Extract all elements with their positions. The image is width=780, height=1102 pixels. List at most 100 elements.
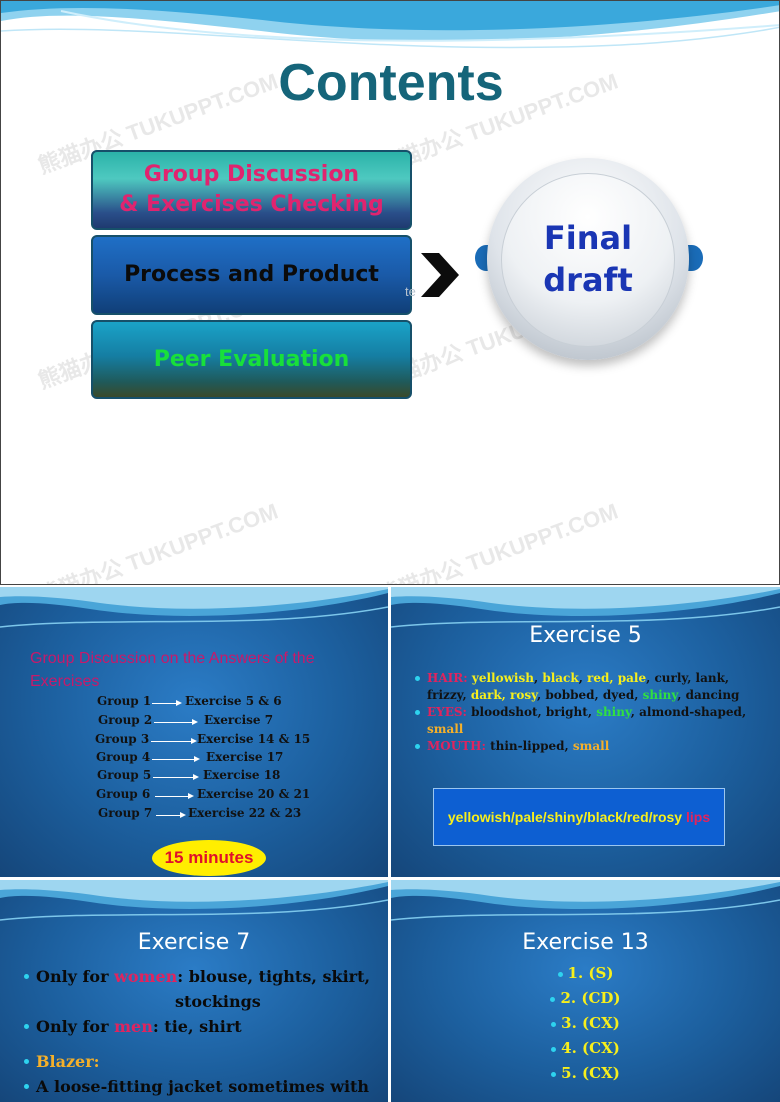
chevron-right-icon <box>421 253 459 297</box>
exercise-name: Exercise 18 <box>203 768 281 782</box>
group-row: Group 5 Exercise 18 <box>0 768 388 786</box>
top-wave-decoration <box>0 587 388 628</box>
men-prefix: Only for <box>36 1017 109 1036</box>
arrow-head-icon <box>188 793 194 799</box>
list-item-men: Only for men: tie, shirt <box>24 1014 374 1039</box>
arrow-line <box>152 703 176 704</box>
bullet-icon <box>551 1021 557 1027</box>
hair-label: HAIR: <box>427 671 468 685</box>
eyes-word: small <box>427 722 464 736</box>
contents-item-peer-evaluation[interactable]: Peer Evaluation <box>91 320 412 399</box>
blazer-definition: A loose-fitting jacket sometimes with <box>24 1074 374 1099</box>
bullet-icon <box>551 1046 557 1052</box>
men-word: men <box>114 1017 153 1036</box>
arrow-head-icon <box>194 756 200 762</box>
mouth-word: thin-lipped, <box>490 739 569 753</box>
eyes-label: EYES: <box>427 705 467 719</box>
arrow-head-icon <box>192 719 198 725</box>
exercise-name: Exercise 7 <box>204 713 274 727</box>
women-word: women <box>114 967 178 986</box>
contents-item-group-discussion[interactable]: Group Discussion & Exercises Checking <box>91 150 412 230</box>
contents-item-process-product[interactable]: Process and Product <box>91 235 412 315</box>
answer-text: 4. (CX) <box>561 1039 620 1057</box>
arrow-line <box>153 777 193 778</box>
exercise-name: Exercise 22 & 23 <box>188 806 302 820</box>
exercise-name: Exercise 5 & 6 <box>185 694 282 708</box>
arrow-line <box>154 722 192 723</box>
group-name: Group 1 <box>97 694 152 708</box>
contents-item-label: Group Discussion <box>143 162 360 188</box>
exercise-5-slide: Exercise 5 HAIR: yellowish, black, red, … <box>391 587 780 877</box>
group-row: Group 1 Exercise 5 & 6 <box>0 694 388 712</box>
list-item-eyes: EYES: bloodshot, bright, shiny, almond-s… <box>415 704 765 738</box>
watermark: 熊猫办公 TUKUPPT.COM <box>34 498 282 585</box>
eyes-word: bloodshot, bright, <box>471 705 592 719</box>
top-wave-decoration <box>0 880 388 921</box>
exercise-13-slide: Exercise 13 1. (S) 2. (CD) 3. (CX) 4. (C… <box>391 880 780 1102</box>
arrow-head-icon <box>193 774 199 780</box>
contents-item-label: & Exercises Checking <box>119 192 384 217</box>
mouth-word: small <box>572 739 610 753</box>
slide-heading: Group Discussion on the Answers of the E… <box>30 650 315 690</box>
exercise-name: Exercise 20 & 21 <box>197 787 311 801</box>
answer-item: 1. (S) <box>391 964 780 982</box>
hair-word: bobbed, dyed, <box>545 688 639 702</box>
hair-word: shiny <box>642 688 678 702</box>
list-item-women: Only for women: blouse, tights, skirt, <box>24 964 374 989</box>
hair-word: curly, lank, <box>654 671 730 685</box>
group-row: Group 4 Exercise 17 <box>0 750 388 768</box>
eyes-word: shiny <box>596 705 631 719</box>
slide-title: Exercise 7 <box>137 930 251 955</box>
answer-item: 4. (CX) <box>391 1039 780 1057</box>
page-title: Contents <box>278 54 504 112</box>
answer-item: 5. (CX) <box>391 1064 780 1082</box>
feature-list: HAIR: yellowish, black, red, pale, curly… <box>415 670 765 755</box>
group-row: Group 2 Exercise 7 <box>0 713 388 731</box>
top-wave-decoration <box>391 880 780 921</box>
answer-text: 3. (CX) <box>561 1014 620 1032</box>
answer-text: yellowish/pale/shiny/black/red/rosy <box>447 809 683 825</box>
answer-item: 3. (CX) <box>391 1014 780 1032</box>
slide-title: Exercise 5 <box>529 623 642 648</box>
arrow-line <box>151 741 191 742</box>
hair-word: black <box>542 671 579 685</box>
arrow-line <box>155 796 188 797</box>
answer-item: 2. (CD) <box>391 989 780 1007</box>
group-name: Group 3 <box>95 732 150 746</box>
group-row: Group 6 Exercise 20 & 21 <box>0 787 388 805</box>
blazer-label: Blazer: <box>24 1049 374 1074</box>
contents-item-label: Peer Evaluation <box>153 346 350 372</box>
answer-text: 5. (CX) <box>561 1064 620 1082</box>
exercise-7-slide: Exercise 7 Only for women: blouse, tight… <box>0 880 388 1102</box>
women-prefix: Only for <box>36 967 109 986</box>
exercise-name: Exercise 17 <box>206 750 284 764</box>
list-item-mouth: MOUTH: thin-lipped, small <box>415 738 765 755</box>
watermark: 熊猫办公 TUKUPPT.COM <box>374 498 622 585</box>
timer-badge: 15 minutes <box>152 840 266 876</box>
hair-word: yellowish <box>471 671 534 685</box>
group-discussion-slide: Group Discussion on the Answers of the E… <box>0 587 388 877</box>
hair-word: dark, rosy <box>470 688 537 702</box>
group-name: Group 7 <box>98 806 153 820</box>
final-draft-circle[interactable]: Final draft <box>501 173 675 347</box>
bullet-icon <box>557 971 563 977</box>
mouth-label: MOUTH: <box>427 739 486 753</box>
contents-slide: Contents 熊猫办公 TUKUPPT.COM 熊猫办公 TUKUPPT.C… <box>0 0 780 585</box>
contents-item-label: Process and Product <box>124 262 379 288</box>
arrow-line <box>156 815 180 816</box>
answer-box: yellowish/pale/shiny/black/red/rosy lips <box>433 788 725 846</box>
bullet-icon <box>551 1071 557 1077</box>
men-items: : tie, shirt <box>152 1017 242 1036</box>
answer-text: 2. (CD) <box>560 989 621 1007</box>
answer-text: 1. (S) <box>567 964 614 982</box>
hair-word: , dancing <box>677 688 740 702</box>
final-draft-label: Final <box>543 219 633 258</box>
final-draft-label: draft <box>543 261 633 299</box>
group-row: Group 7 Exercise 22 & 23 <box>0 806 388 824</box>
top-wave-decoration <box>391 587 780 628</box>
group-name: Group 5 <box>97 768 152 782</box>
arrow-line <box>152 759 194 760</box>
group-name: Group 6 <box>96 787 151 801</box>
answer-lips: lips <box>685 809 711 825</box>
eyes-word: , almond-shaped, <box>630 705 747 719</box>
